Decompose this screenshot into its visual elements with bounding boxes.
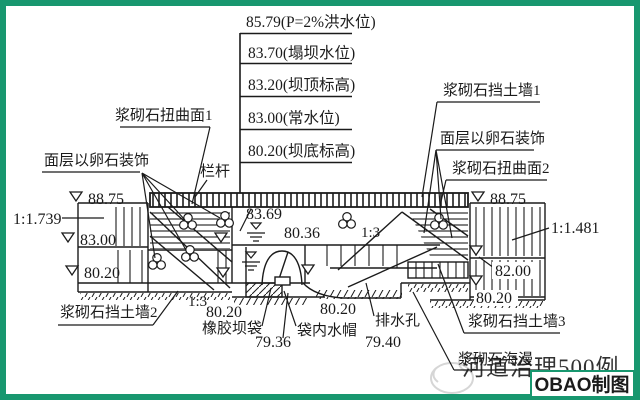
badge-text: OBAO制图 bbox=[534, 373, 629, 396]
label-drain-hole: 排水孔 bbox=[375, 312, 420, 329]
elev-8036: 80.36 bbox=[284, 225, 320, 242]
label-pebble-finish-left: 面层以卵石装饰 bbox=[44, 152, 149, 169]
left-leader-lines bbox=[42, 126, 221, 326]
right-wall-hatch-upper bbox=[472, 207, 543, 256]
watermark-mascot-icon bbox=[430, 352, 478, 394]
right-twisted-hatch bbox=[408, 209, 468, 256]
elev-8020-base-left: 80.20 bbox=[206, 304, 242, 321]
elev-8875-right: 88.75 bbox=[490, 191, 526, 208]
elev-8875-left: 88.75 bbox=[88, 191, 124, 208]
elev-8020-left: 80.20 bbox=[84, 265, 120, 282]
label-rubber-dam-bag: 橡胶坝袋 bbox=[202, 320, 262, 337]
elev-7936: 79.36 bbox=[255, 334, 291, 351]
ladder-label-crest-level: 83.20(坝顶标高) bbox=[248, 76, 355, 94]
text-underlay bbox=[492, 262, 538, 279]
badge-box bbox=[530, 370, 635, 398]
structure-outlines bbox=[77, 202, 546, 301]
apron-slab bbox=[407, 261, 469, 279]
elev-7940: 79.40 bbox=[365, 334, 401, 351]
label-twisted-surface-1: 浆砌石扭曲面1 bbox=[115, 106, 213, 124]
elevation-ladder: 85.79(P=2%洪水位) 83.70(塌坝水位) 83.20(坝顶标高) 8… bbox=[239, 13, 376, 193]
elev-8200: 82.00 bbox=[495, 263, 531, 280]
text-underlay bbox=[474, 290, 518, 306]
railing-strip bbox=[149, 192, 469, 208]
elev-8020-center: 80.20 bbox=[320, 301, 356, 318]
label-wall-3: 浆砌石挡土墙3 bbox=[468, 312, 566, 330]
ladder-label-flood-level: 85.79(P=2%洪水位) bbox=[246, 13, 376, 31]
elev-8369: 83.69 bbox=[246, 206, 282, 223]
rubber-dam-bag-shape bbox=[261, 250, 303, 286]
ladder-label-normal-level: 83.00(常水位) bbox=[248, 109, 340, 127]
left-wall-hatch bbox=[113, 207, 147, 246]
ladder-lines bbox=[239, 32, 352, 193]
label-stone-apron: 浆砌石海漫 bbox=[458, 350, 533, 368]
right-leader-lines bbox=[412, 101, 560, 371]
right-annotations: 浆砌石挡土墙1 面层以卵石装饰 浆砌石扭曲面2 88.75 1:1.481 82… bbox=[412, 81, 599, 371]
elev-8300-left: 83.00 bbox=[80, 232, 116, 249]
elev-8020-right: 80.20 bbox=[476, 290, 512, 307]
center-annotations: 83.69 80.36 1:3 橡胶坝袋 79.36 袋内水帽 80.20 排水… bbox=[202, 206, 420, 351]
label-slope-13-center: 1:3 bbox=[361, 225, 380, 241]
label-wall-1: 浆砌石挡土墙1 bbox=[443, 81, 541, 99]
label-slope-left: 1:1.739 bbox=[13, 211, 61, 228]
label-wall-2: 浆砌石挡土墙2 bbox=[60, 303, 158, 321]
label-pebble-finish-right: 面层以卵石装饰 bbox=[440, 130, 545, 147]
label-bag-water-cap: 袋内水帽 bbox=[297, 322, 357, 339]
label-railing: 栏杆 bbox=[200, 163, 230, 180]
label-twisted-surface-2: 浆砌石扭曲面2 bbox=[452, 159, 550, 177]
ladder-label-collapse-level: 83.70(塌坝水位) bbox=[248, 44, 355, 62]
center-leader-lines bbox=[239, 208, 375, 339]
ladder-label-base-level: 80.20(坝底标高) bbox=[248, 142, 355, 160]
publisher-badge: OBAO制图 bbox=[530, 370, 635, 398]
left-annotations: 浆砌石扭曲面1 面层以卵石装饰 栏杆 1:1.739 88.75 83.00 8… bbox=[13, 106, 242, 326]
label-slope-right: 1:1.481 bbox=[551, 220, 599, 237]
label-slope-13-left: 1:3 bbox=[188, 294, 207, 310]
